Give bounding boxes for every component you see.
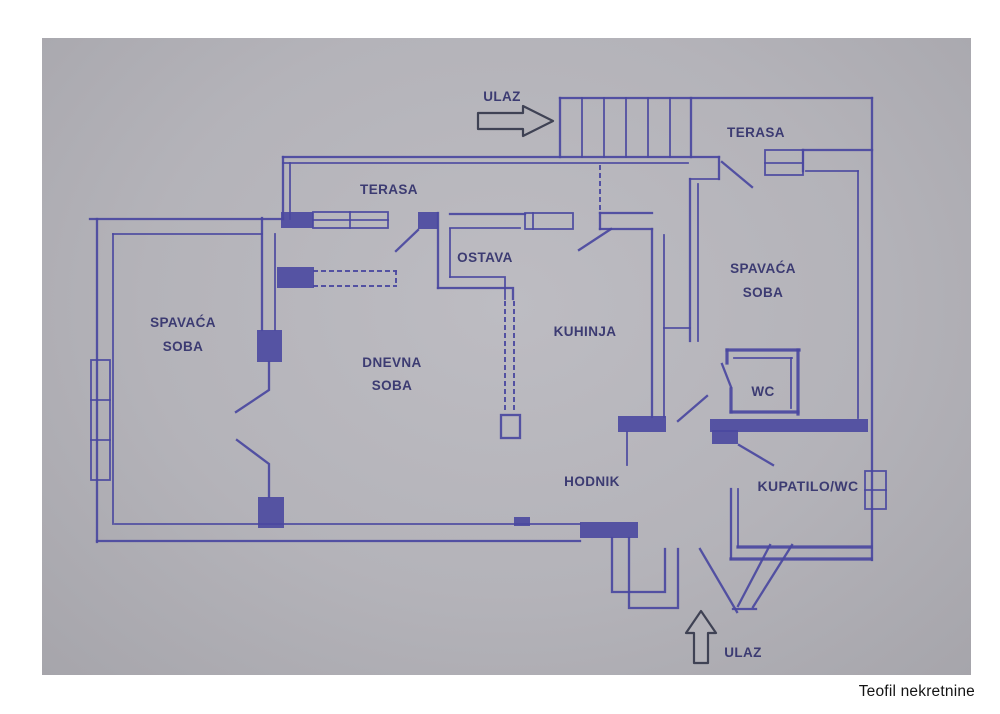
- window-bathroom: [864, 470, 887, 510]
- pantry-walls: [436, 211, 522, 440]
- door-swing-bedroom-right: [676, 394, 709, 423]
- bedroom-left-walls: [88, 216, 397, 544]
- window-bedroom-left: [90, 359, 111, 481]
- label-bedroom-left-2: SOBA: [163, 339, 204, 354]
- label-bedroom-right-2: SOBA: [743, 285, 784, 300]
- door-swing-bathroom: [737, 443, 775, 467]
- stairs: [558, 96, 874, 159]
- door-swing-terrace: [720, 160, 754, 189]
- closet-solid: [277, 267, 314, 288]
- watermark-text: Teofil nekretnine: [859, 683, 975, 700]
- label-living-1: DNEVNA: [362, 355, 421, 370]
- door-leaf-upper: [234, 360, 271, 414]
- wc-walls: [720, 348, 801, 416]
- pillar-living: [499, 413, 522, 440]
- entrance-funnel: [698, 543, 794, 614]
- label-kitchen: KUHINJA: [554, 324, 617, 339]
- kitchen-walls: [618, 227, 666, 466]
- terrace-left-walls: [281, 155, 721, 221]
- north-wall: [281, 211, 654, 253]
- door-swing-wc: [720, 362, 733, 389]
- label-bedroom-right-1: SPAVAĆA: [730, 261, 796, 276]
- door-swing-kitchen: [577, 227, 613, 252]
- bedroom-right-walls: [663, 96, 874, 562]
- door-swing-living: [394, 228, 420, 253]
- window-living-left: [312, 211, 389, 229]
- label-terrace-top: TERASA: [727, 125, 785, 140]
- door-jamb: [258, 497, 284, 528]
- floorplan-photo: [42, 38, 971, 675]
- entrance-arrow-right: [476, 104, 555, 138]
- door-jamb: [257, 330, 282, 362]
- label-terrace-left: TERASA: [360, 182, 418, 197]
- label-hallway: HODNIK: [564, 474, 620, 489]
- door-leaf-lower: [235, 438, 271, 499]
- window-terrace-top: [764, 149, 804, 176]
- label-entrance-bottom: ULAZ: [724, 645, 762, 660]
- label-pantry: OSTAVA: [457, 250, 513, 265]
- label-bedroom-left-1: SPAVAĆA: [150, 315, 216, 330]
- bathroom-walls: [729, 443, 887, 561]
- south-wall: [95, 517, 680, 610]
- label-entrance-top: ULAZ: [483, 89, 521, 104]
- entrance-arrow-up: [684, 609, 718, 665]
- label-living-2: SOBA: [372, 378, 413, 393]
- window-pantry: [524, 212, 574, 230]
- label-bathroom: KUPATILO/WC: [757, 478, 858, 494]
- label-wc: WC: [751, 384, 774, 399]
